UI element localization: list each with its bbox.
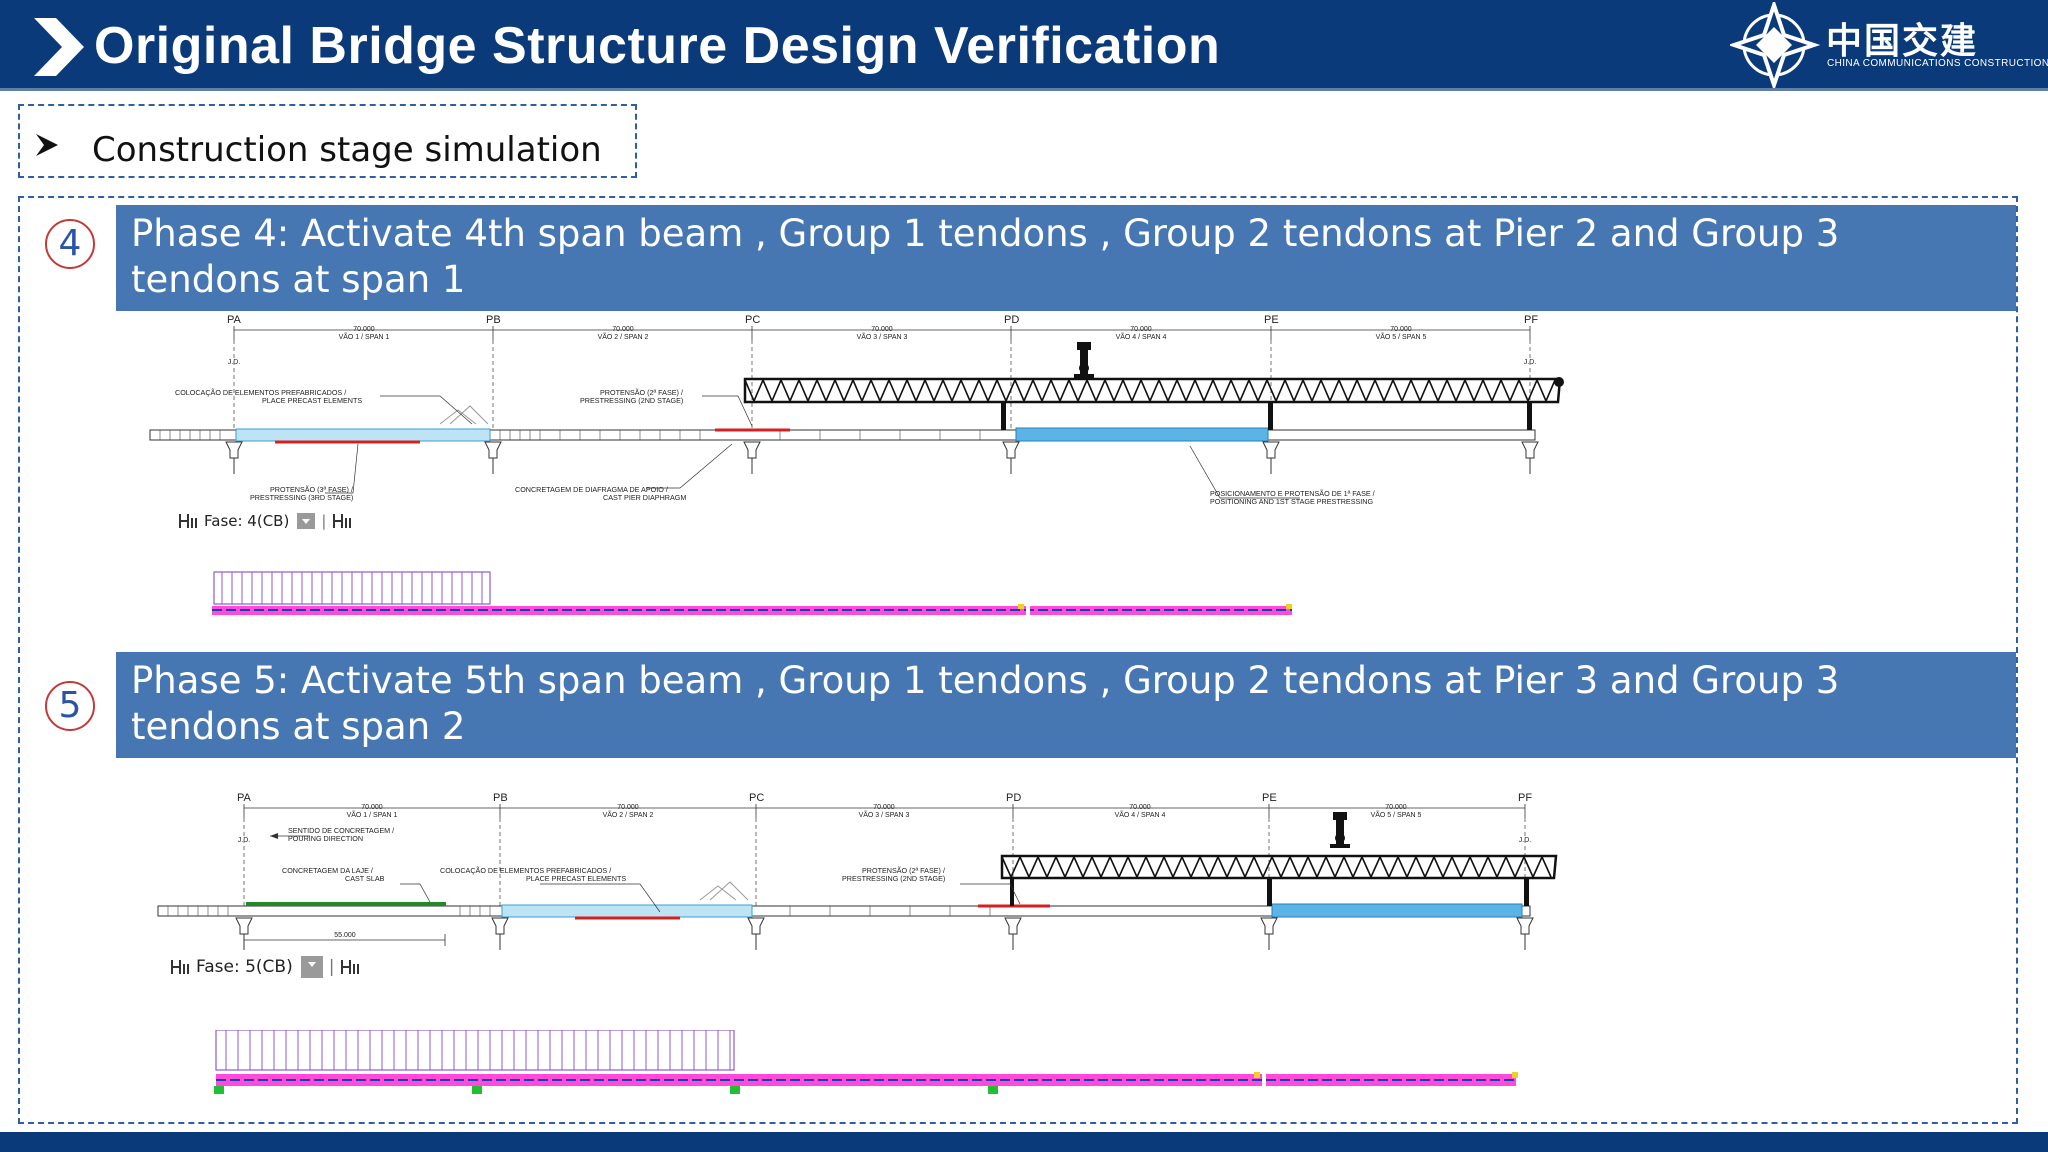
- span-length: 70.000: [1385, 804, 1407, 811]
- logo-english-text: CHINA COMMUNICATIONS CONSTRUCTION: [1827, 58, 2048, 69]
- span-length: 70.000: [1130, 326, 1152, 333]
- span-label: VÃO 5 / SPAN 5: [1371, 810, 1422, 819]
- annotation-text: SENTIDO DE CONCRETAGEM /: [288, 826, 394, 835]
- annotation-text: COLOCAÇÃO DE ELEMENTOS PREFABRICADOS /: [175, 388, 346, 397]
- pier-label: PE: [1262, 792, 1277, 804]
- stage-label: Fase: 4(CB): [204, 512, 290, 530]
- stage-prev-icon[interactable]: [170, 958, 190, 976]
- span-label: VÃO 3 / SPAN 3: [859, 810, 910, 819]
- annotation-text: PRESTRESSING (2ND STAGE): [842, 874, 945, 883]
- annotation-text: PROTENSÃO (3ª FASE) /: [270, 485, 353, 494]
- pier-label: PF: [1518, 792, 1532, 804]
- stage-selector[interactable]: Fase: 5(CB) |: [170, 956, 360, 978]
- span-length: 70.000: [353, 326, 375, 333]
- span-length: 70.000: [871, 326, 893, 333]
- pier-label: PD: [1004, 314, 1019, 326]
- span-label: VÃO 4 / SPAN 4: [1115, 810, 1166, 819]
- span-label: VÃO 3 / SPAN 3: [857, 332, 908, 341]
- chevron-right-icon: [34, 18, 84, 76]
- annotation-text: CONCRETAGEM DA LAJE /: [282, 866, 373, 875]
- structural-model-view: [214, 1030, 1518, 1094]
- annotation-text: CAST PIER DIAPHRAGM: [603, 493, 686, 502]
- span-label: VÃO 1 / SPAN 1: [339, 332, 390, 341]
- bridge-elevation-drawing: PA PB PC PD PE PF 70.000 VÃO 1 / SPAN 1 …: [157, 792, 1558, 950]
- pier-label: PC: [745, 314, 760, 326]
- span-label: VÃO 2 / SPAN 2: [603, 810, 654, 819]
- stage-selector[interactable]: Fase: 4(CB) |: [178, 512, 352, 530]
- section-label-box: [18, 104, 637, 178]
- pier-label: PB: [493, 792, 508, 804]
- pier-label: PE: [1264, 314, 1279, 326]
- annotation-text: POURING DIRECTION: [288, 834, 363, 843]
- stage-dropdown-button[interactable]: [300, 956, 323, 978]
- annotation-text: PRESTRESSING (3RD STAGE): [250, 493, 353, 502]
- dimension-label: 55.000: [334, 932, 356, 939]
- header-bar: Original Bridge Structure Design Verific…: [0, 0, 2048, 91]
- annotation-text: COLOCAÇÃO DE ELEMENTOS PREFABRICADOS /: [440, 866, 611, 875]
- phase-number-badge: 5: [45, 681, 95, 731]
- annotation-text: CONCRETAGEM DE DIAFRAGMA DE APOIO /: [515, 485, 668, 494]
- span-length: 70.000: [361, 804, 383, 811]
- phase-banner: Phase 5: Activate 5th span beam , Group …: [116, 652, 2016, 758]
- span-label: VÃO 1 / SPAN 1: [347, 810, 398, 819]
- pier-label: PF: [1524, 314, 1538, 326]
- logo-chinese-text: 中国交建: [1826, 21, 1979, 62]
- pier-label: PB: [486, 314, 501, 326]
- annotation-text: PRESTRESSING (2ND STAGE): [580, 396, 683, 405]
- separator: |: [321, 512, 327, 530]
- pier-label: PA: [227, 314, 242, 326]
- span-length: 70.000: [1129, 804, 1151, 811]
- page-title: Original Bridge Structure Design Verific…: [94, 17, 1221, 75]
- separator: |: [328, 957, 335, 977]
- annotation-text: POSICIONAMENTO E PROTENSÃO DE 1ª FASE /: [1210, 489, 1375, 498]
- stage-next-icon[interactable]: [332, 512, 352, 530]
- arrow-bullet-icon: [36, 134, 58, 156]
- company-logo-icon: [1730, 2, 1821, 88]
- bridge-elevation-drawing: PA PB PC PD PE PF 70.000 VÃO 1 / SPAN 1 …: [149, 314, 1564, 506]
- span-length: 70.000: [1390, 326, 1412, 333]
- stage-prev-icon[interactable]: [178, 512, 198, 530]
- stage-dropdown-button[interactable]: [297, 513, 316, 529]
- phase-banner: Phase 4: Activate 4th span beam , Group …: [116, 205, 2016, 311]
- pier-label: PD: [1006, 792, 1021, 804]
- span-length: 70.000: [612, 326, 634, 333]
- annotation-text: PROTENSÃO (2ª FASE) /: [862, 866, 945, 875]
- annotation-text: PROTENSÃO (2ª FASE) /: [600, 388, 683, 397]
- structural-model-view: [212, 571, 1292, 615]
- pier-label: PC: [749, 792, 764, 804]
- span-label: VÃO 4 / SPAN 4: [1116, 332, 1167, 341]
- span-length: 70.000: [617, 804, 639, 811]
- span-label: VÃO 5 / SPAN 5: [1376, 332, 1427, 341]
- annotation-text: PLACE PRECAST ELEMENTS: [262, 396, 362, 405]
- pier-label: PA: [237, 792, 252, 804]
- phase-number-badge: 4: [45, 219, 95, 269]
- annotation-text: POSITIONING AND 1ST STAGE PRESTRESSING: [1210, 497, 1373, 506]
- annotation-text: PLACE PRECAST ELEMENTS: [526, 874, 626, 883]
- footer-bar: [0, 1132, 2048, 1152]
- annotation-text: CAST SLAB: [345, 874, 385, 883]
- span-label: VÃO 2 / SPAN 2: [598, 332, 649, 341]
- span-length: 70.000: [873, 804, 895, 811]
- stage-label: Fase: 5(CB): [196, 957, 293, 977]
- stage-next-icon[interactable]: [340, 958, 360, 976]
- section-label: Construction stage simulation: [92, 130, 602, 170]
- main-content-box: [18, 196, 2018, 1124]
